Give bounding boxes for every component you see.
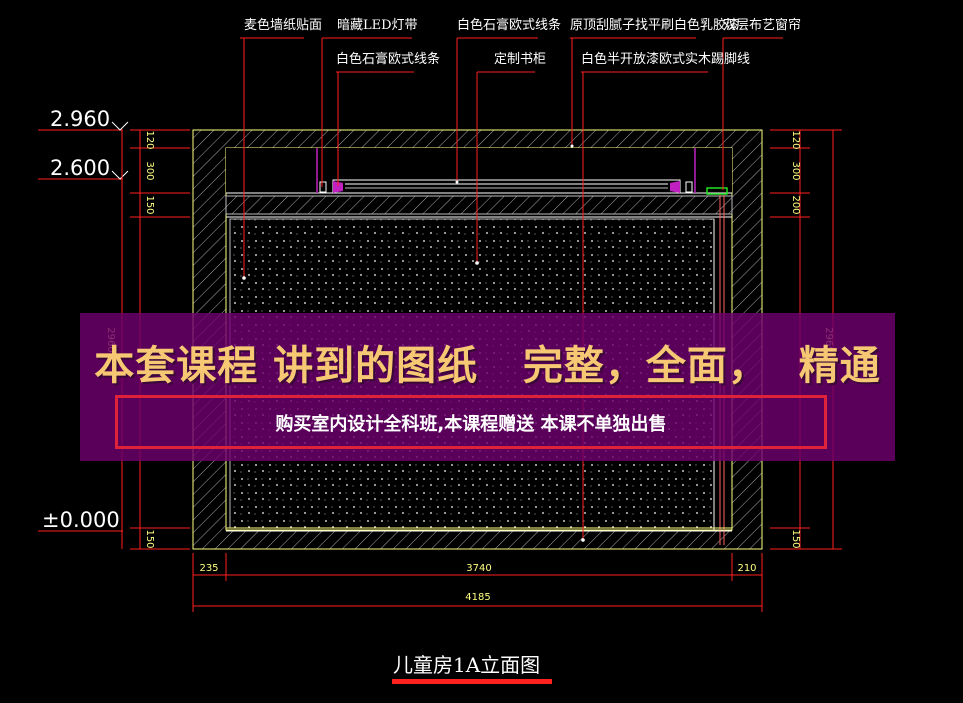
- level-top-label: 2.960: [50, 107, 110, 131]
- callout-led-strip: 暗藏LED灯带: [337, 18, 418, 33]
- level-markers: 2.960 2.600 ±0.000: [38, 107, 129, 532]
- promo-subline: 购买室内设计全科班,本课程赠送 本课不单独出售: [275, 414, 667, 435]
- drawing-title: 儿童房1A立面图: [393, 653, 540, 677]
- callout-gypsum-line-right: 白色石膏欧式线条: [457, 17, 561, 33]
- ceiling-soffit: [225, 148, 733, 218]
- bottom-dimension-chain: [192, 553, 763, 612]
- level-ceiling-label: 2.600: [50, 156, 110, 180]
- right-dim-4: 150: [790, 529, 801, 548]
- level-floor-label: ±0.000: [42, 508, 120, 532]
- bottom-dim-total: 4185: [465, 592, 490, 603]
- callout-gypsum-line-left: 白色石膏欧式线条: [336, 51, 440, 67]
- promo-headline: 本套课程 讲到的图纸 完整，全面， 精通: [94, 343, 881, 389]
- left-dim-2: 300: [144, 161, 155, 180]
- bottom-dim-mid: 3740: [466, 563, 491, 574]
- title-underline: [392, 679, 552, 684]
- callout-wallpaper: 麦色墙纸贴面: [244, 17, 322, 33]
- promo-sub-box: 购买室内设计全科班,本课程赠送 本课不单独出售: [115, 395, 827, 449]
- left-dim-4: 150: [144, 529, 155, 548]
- leader-dots: [242, 144, 585, 542]
- callout-ceiling-paint: 原顶刮腻子找平刷白色乳胶漆: [570, 17, 739, 33]
- callout-baseboard: 白色半开放漆欧式实木踢脚线: [581, 51, 750, 67]
- left-dim-1: 120: [144, 130, 155, 149]
- left-dim-3: 150: [144, 195, 155, 214]
- bottom-dim-left: 235: [199, 563, 218, 574]
- callout-underlines: [240, 37, 783, 73]
- right-dim-1: 120: [790, 130, 801, 149]
- callout-bookcase: 定制书柜: [494, 52, 546, 67]
- callout-curtain: 双层布艺窗帘: [723, 17, 801, 33]
- callout-labels: 麦色墙纸贴面 暗藏LED灯带 白色石膏欧式线条 白色石膏欧式线条 定制书柜 原顶…: [244, 17, 801, 67]
- right-dim-3: 200: [790, 195, 801, 214]
- bottom-dimension-texts: 235 3740 210 4185: [199, 563, 756, 603]
- promo-banner: 本套课程 讲到的图纸 完整，全面， 精通 购买室内设计全科班,本课程赠送 本课不…: [80, 313, 895, 461]
- drawing-title-block: 儿童房1A立面图: [392, 653, 552, 684]
- right-dim-2: 300: [790, 161, 801, 180]
- bottom-dim-right: 210: [737, 563, 756, 574]
- leader-lines: [243, 38, 724, 540]
